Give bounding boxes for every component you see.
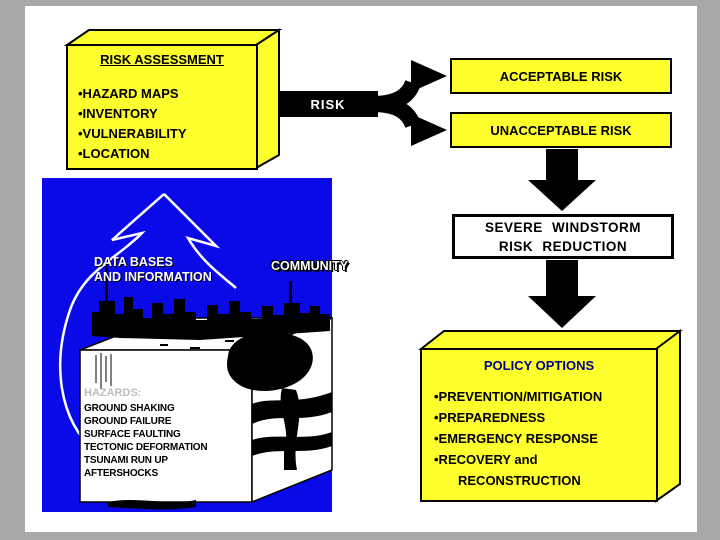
- list-item: •INVENTORY: [78, 106, 158, 121]
- databases-label: DATA BASES AND INFORMATION: [94, 255, 212, 285]
- databases-line1: DATA BASES: [94, 255, 173, 269]
- risk-assessment-list: •HAZARD MAPS •INVENTORY •VULNERABILITY •…: [78, 84, 187, 164]
- list-item: •EMERGENCY RESPONSE: [434, 431, 598, 446]
- risk-split-arrowhead-lower: [411, 114, 447, 146]
- hazard-item: SURFACE FAULTING: [84, 429, 181, 440]
- policy-options-title: POLICY OPTIONS: [483, 358, 595, 373]
- risk-box-top-face: [63, 29, 283, 46]
- policy-options-list: •PREVENTION/MITIGATION •PREPAREDNESS •EM…: [434, 386, 602, 491]
- hazard-item: GROUND FAILURE: [84, 416, 172, 427]
- risk-assessment-box: RISK ASSESSMENT •HAZARD MAPS •INVENTORY …: [66, 44, 258, 170]
- unacceptable-risk-box: UNACCEPTABLE RISK: [450, 112, 672, 148]
- list-item-continuation: RECONSTRUCTION: [458, 473, 581, 488]
- list-item: •HAZARD MAPS: [78, 86, 179, 101]
- risk-flow-band: RISK: [278, 91, 378, 117]
- list-item: •RECOVERY and: [434, 452, 538, 467]
- risk-box-right-face: [255, 28, 280, 170]
- down-arrow-to-reduction: [528, 149, 596, 211]
- hazard-item: AFTERSHOCKS: [84, 468, 158, 479]
- databases-line2: AND INFORMATION: [94, 270, 212, 284]
- cube-front-face: [79, 349, 253, 503]
- risk-reduction-line2: RISK REDUCTION: [498, 238, 628, 254]
- hazard-item: TECTONIC DEFORMATION: [84, 442, 208, 453]
- curved-arrow-outline-right: [163, 193, 237, 289]
- risk-reduction-box: SEVERE WINDSTORM RISK REDUCTION: [452, 214, 674, 259]
- hazards-list: GROUND SHAKING GROUND FAILURE SURFACE FA…: [84, 402, 208, 480]
- policy-options-box: POLICY OPTIONS •PREVENTION/MITIGATION •P…: [420, 348, 658, 502]
- hazard-item: GROUND SHAKING: [84, 403, 175, 414]
- ground-shadow: [108, 500, 196, 510]
- community-label: COMMUNITY: [271, 259, 349, 273]
- down-arrow-to-policy: [528, 260, 596, 328]
- list-item: •PREPAREDNESS: [434, 410, 546, 425]
- risk-flow-label: RISK: [310, 96, 346, 112]
- list-item: •LOCATION: [78, 146, 150, 161]
- policy-box-right-face: [655, 329, 681, 503]
- front-face-lines: [95, 353, 112, 389]
- policy-box-top-face: [418, 330, 683, 350]
- risk-split-arrow-lower: [371, 96, 421, 129]
- risk-assessment-title: RISK ASSESSMENT: [100, 52, 224, 67]
- hazard-item: TSUNAMI RUN UP: [84, 455, 168, 466]
- city-skyline: [92, 266, 330, 340]
- list-item: •PREVENTION/MITIGATION: [434, 389, 603, 404]
- list-item: •VULNERABILITY: [78, 126, 187, 141]
- risk-split-arrowhead-upper: [411, 60, 447, 92]
- acceptable-risk-box: ACCEPTABLE RISK: [450, 58, 672, 94]
- fault-line-vertical: [280, 388, 300, 470]
- risk-reduction-line1: SEVERE WINDSTORM: [484, 219, 641, 235]
- hazard-blob-top: [227, 331, 313, 391]
- hazards-title: HAZARDS:: [84, 387, 142, 399]
